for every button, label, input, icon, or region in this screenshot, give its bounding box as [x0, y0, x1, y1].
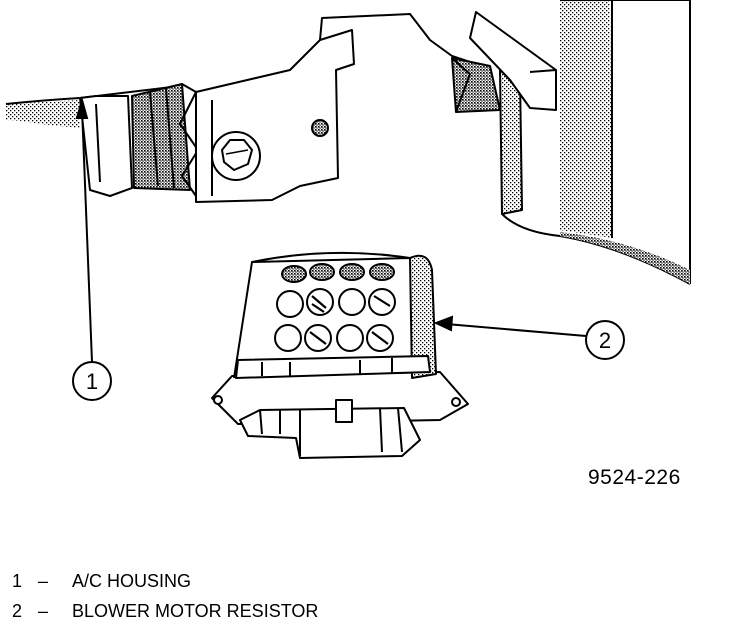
- legend-number: 2: [12, 601, 23, 621]
- legend-separator: –: [38, 571, 49, 591]
- legend-number: 1: [12, 571, 23, 591]
- legend-label: BLOWER MOTOR RESISTOR: [72, 601, 319, 621]
- ac-housing: [5, 0, 691, 285]
- housing-angled-rod-edge: [529, 69, 557, 73]
- resistor-top-edge: [251, 251, 411, 263]
- resistor-coil-grid: [274, 263, 396, 352]
- blower-motor-resistor: [211, 251, 469, 459]
- resistor-heat-shield: [409, 254, 437, 379]
- leader-line-2: [445, 323, 587, 337]
- housing-rib-shading: [131, 83, 191, 191]
- callout-number-2: 2: [599, 328, 611, 353]
- coil-hole: [369, 263, 395, 281]
- housing-outer-right: [612, 0, 691, 284]
- callout-1: 1: [72, 361, 112, 401]
- mount-bolt-flat: [225, 149, 249, 155]
- leader-line-1: [81, 107, 93, 363]
- housing-zigzag-web: [179, 83, 199, 197]
- housing-bottom-curve: [501, 213, 691, 285]
- coil-hole: [309, 263, 335, 281]
- legend-separator: –: [38, 601, 49, 621]
- resistor-lower-band-ribs: [261, 358, 393, 376]
- coil-hole: [336, 324, 364, 352]
- coil-element: [309, 295, 391, 345]
- resistor-connector: [239, 407, 421, 459]
- housing-lower-shading: [6, 100, 80, 128]
- resistor-lower-band: [235, 355, 431, 379]
- housing-right-casing: [560, 0, 613, 238]
- figure-id: 9524-226: [588, 466, 681, 489]
- leader-arrow-2: [433, 315, 454, 332]
- legend: 1 – A/C HOUSING 2 – BLOWER MOTOR RESISTO…: [12, 566, 318, 626]
- housing-bottom-shading: [560, 232, 690, 284]
- housing-flange-slot: [95, 103, 101, 183]
- resistor-flange-hole-left: [213, 395, 223, 405]
- plate-screw: [311, 119, 329, 137]
- coil-hole: [338, 288, 366, 316]
- resistor-flange-hole-right: [451, 397, 461, 407]
- housing-right-casing-shading: [560, 0, 612, 238]
- housing-rib-2: [165, 87, 175, 189]
- mount-bolt-head: [221, 139, 253, 171]
- legend-label: A/C HOUSING: [72, 571, 192, 591]
- housing-left-flange: [79, 95, 133, 197]
- leader-arrow-1: [75, 96, 89, 119]
- callout-circle-2: [585, 320, 625, 360]
- leader-lines: [75, 96, 587, 363]
- housing-right-notch: [451, 57, 471, 113]
- callout-2: 2: [585, 320, 625, 360]
- resistor-connector-ribs: [259, 407, 403, 456]
- legend-item-1: 1 – A/C HOUSING: [12, 566, 318, 596]
- callout-number-1: 1: [86, 369, 98, 394]
- callout-circle-1: [72, 361, 112, 401]
- coil-hole: [339, 263, 365, 281]
- coil-hole: [274, 324, 302, 352]
- coil-hole: [281, 265, 307, 283]
- housing-mount-plate: [195, 29, 355, 203]
- resistor-connector-latch: [335, 399, 353, 423]
- coil-hole: [276, 290, 304, 318]
- legend-item-2: 2 – BLOWER MOTOR RESISTOR: [12, 596, 318, 626]
- housing-rib-1: [149, 91, 159, 187]
